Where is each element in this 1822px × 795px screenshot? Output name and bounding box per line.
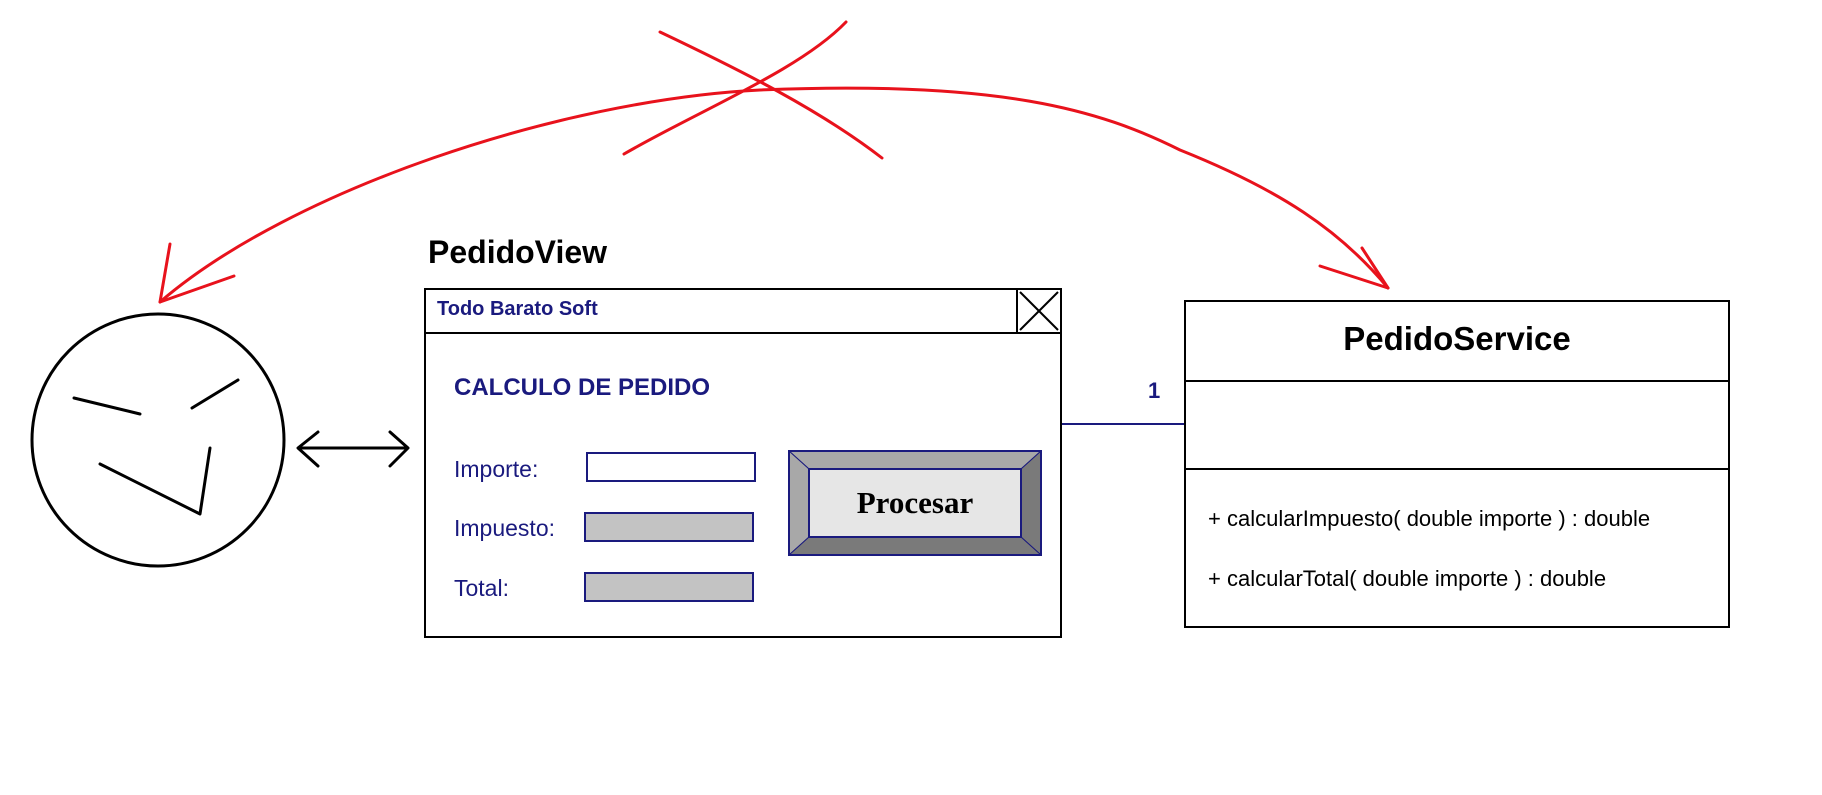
arrowhead-right <box>1318 246 1390 290</box>
close-icon <box>1019 291 1059 331</box>
total-label: Total: <box>454 575 509 601</box>
procesar-button-label: Procesar <box>856 485 974 520</box>
window-titlebar: Todo Barato Soft <box>426 290 1060 334</box>
user-face-icon <box>30 312 286 568</box>
interaction-arrow <box>296 430 410 468</box>
button-bevel <box>788 450 1042 557</box>
association-multiplicity: 1 <box>1148 378 1161 403</box>
impuesto-label: Impuesto: <box>454 515 555 541</box>
cross-out-mark-stroke-2 <box>622 20 848 156</box>
importe-label: Importe: <box>454 456 539 482</box>
class-name: PedidoService <box>1343 320 1571 357</box>
form-heading: CALCULO DE PEDIDO <box>454 374 711 401</box>
pedido-window: Todo Barato Soft CALCULO DE PEDIDO Impor… <box>424 288 1062 638</box>
class-name-compartment: PedidoService <box>1186 302 1728 382</box>
operations-compartment: + calcularImpuesto( double importe ) : d… <box>1186 470 1728 626</box>
pedido-service-class: PedidoService + calcularImpuesto( double… <box>1184 300 1730 628</box>
impuesto-output <box>584 512 754 542</box>
operation-calcular-impuesto: + calcularImpuesto( double importe ) : d… <box>1208 506 1651 531</box>
cross-out-mark <box>658 30 884 160</box>
forbidden-dependency-arrow <box>158 86 1390 304</box>
attributes-compartment <box>1186 382 1728 470</box>
operation-calcular-total: + calcularTotal( double importe ) : doub… <box>1208 566 1607 591</box>
arrowhead-left <box>158 242 236 304</box>
procesar-button[interactable]: Procesar <box>788 450 1042 564</box>
close-button[interactable] <box>1016 290 1060 332</box>
view-class-title: PedidoView <box>428 234 608 270</box>
total-output <box>584 572 754 602</box>
importe-input[interactable] <box>586 452 756 482</box>
window-title: Todo Barato Soft <box>437 298 598 320</box>
